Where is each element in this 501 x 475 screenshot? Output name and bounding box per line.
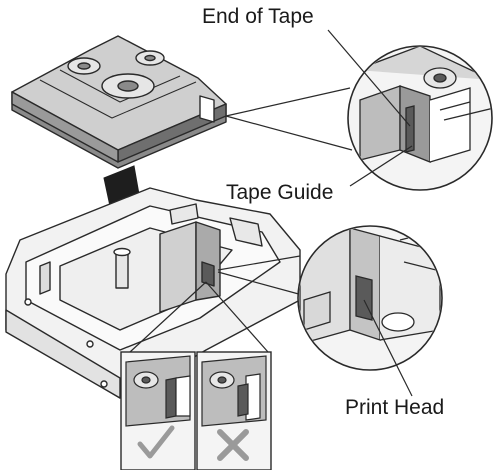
x-mark-icon bbox=[217, 429, 249, 461]
inset-pointer-right bbox=[205, 281, 269, 353]
tape-guide-pointer bbox=[349, 145, 413, 187]
print-head-label: Print Head bbox=[345, 396, 445, 419]
correct-vs-incorrect-inset bbox=[120, 281, 272, 471]
tape-cassette bbox=[11, 35, 227, 169]
end-of-tape-pointer bbox=[327, 29, 411, 127]
tape-guide-label: Tape Guide bbox=[226, 181, 334, 204]
check-mark-icon bbox=[137, 425, 175, 459]
inset-pointer-left bbox=[129, 281, 207, 353]
print-head-leader-lines bbox=[217, 255, 307, 297]
inset-incorrect-panel bbox=[196, 351, 272, 471]
zoom-circle-print-head bbox=[297, 225, 443, 397]
print-head-pointer bbox=[363, 299, 413, 397]
zoom-leader-lines bbox=[225, 87, 353, 151]
zoom-circle-tape-end bbox=[327, 29, 493, 191]
end-of-tape-label: End of Tape bbox=[202, 5, 314, 28]
label-printer-body bbox=[5, 187, 301, 399]
inset-correct-panel bbox=[120, 351, 196, 471]
